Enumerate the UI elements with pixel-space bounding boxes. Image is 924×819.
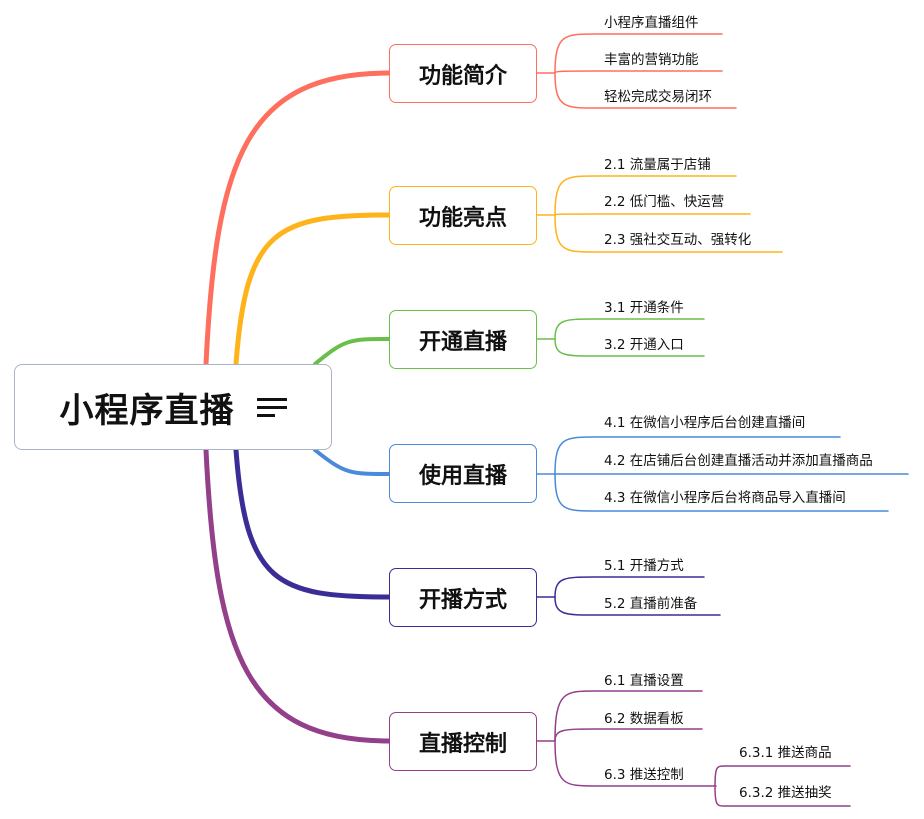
branch-connector (233, 212, 392, 367)
branch-topic-intro[interactable]: 功能简介 (389, 44, 537, 103)
leaf-topic[interactable]: 4.1 在微信小程序后台创建直播间 (604, 415, 806, 431)
leaf-topic[interactable]: 6.3 推送控制 (604, 767, 684, 783)
leaf-topic[interactable]: 2.1 流量属于店铺 (604, 157, 711, 173)
leaf-topic[interactable]: 2.2 低门槛、快运营 (604, 194, 725, 210)
branch-label: 开通直播 (418, 329, 507, 355)
leaf-connector (554, 70, 723, 74)
branch-label: 开播方式 (418, 587, 507, 613)
leaf-connector (554, 72, 737, 109)
leaf-connector (554, 338, 705, 357)
leaf-connector (554, 214, 783, 253)
branch-label: 功能简介 (418, 63, 507, 89)
branch-connector (233, 447, 392, 600)
leaf-topic[interactable]: 6.2 数据看板 (604, 711, 684, 727)
leaf-connector (554, 473, 889, 512)
root-topic[interactable]: 小程序直播 (14, 364, 332, 450)
leaf-topic[interactable]: 5.1 开播方式 (604, 558, 684, 574)
leaf-topic[interactable]: 丰富的营销功能 (604, 52, 699, 68)
leaf-connector (554, 318, 705, 340)
leaf-topic[interactable]: 3.2 开通入口 (604, 337, 684, 353)
branch-topic-broadcast-mode[interactable]: 开播方式 (389, 568, 537, 627)
leaf-connector (554, 576, 705, 598)
leaf-connector (554, 436, 841, 475)
branch-label: 功能亮点 (418, 205, 507, 231)
sub-leaf-connector (714, 765, 851, 787)
branch-topic-activation[interactable]: 开通直播 (389, 310, 537, 369)
leaf-topic[interactable]: 小程序直播组件 (604, 15, 699, 31)
leaf-connector (554, 690, 703, 742)
leaf-topic[interactable]: 3.1 开通条件 (604, 300, 684, 316)
root-topic-label: 小程序直播 (59, 390, 235, 431)
notes-icon[interactable] (256, 396, 287, 418)
branch-topic-usage[interactable]: 使用直播 (389, 444, 537, 503)
leaf-connector (554, 740, 717, 787)
sub-leaf-topic[interactable]: 6.3.2 推送抽奖 (739, 785, 832, 801)
leaf-connector (554, 33, 723, 74)
leaf-connector (554, 213, 751, 216)
sub-leaf-connector (714, 785, 851, 807)
branch-connector (203, 70, 392, 367)
branch-topic-highlights[interactable]: 功能亮点 (389, 186, 537, 245)
branch-connector (313, 448, 391, 476)
leaf-connector (554, 728, 703, 742)
leaf-topic[interactable]: 轻松完成交易闭环 (604, 89, 712, 105)
branch-connector (203, 447, 392, 744)
leaf-connector (554, 596, 721, 616)
leaf-topic[interactable]: 2.3 强社交互动、强转化 (604, 232, 752, 248)
leaf-topic[interactable]: 5.2 直播前准备 (604, 596, 698, 612)
leaf-topic[interactable]: 6.1 直播设置 (604, 673, 684, 689)
branch-label: 使用直播 (418, 463, 507, 489)
leaf-connector (554, 175, 737, 216)
leaf-topic[interactable]: 4.3 在微信小程序后台将商品导入直播间 (604, 490, 846, 506)
branch-connector (313, 337, 391, 366)
branch-label: 直播控制 (418, 731, 507, 757)
leaf-topic[interactable]: 4.2 在店铺后台创建直播活动并添加直播商品 (604, 453, 873, 469)
sub-leaf-topic[interactable]: 6.3.1 推送商品 (739, 745, 832, 761)
branch-topic-control[interactable]: 直播控制 (389, 712, 537, 771)
